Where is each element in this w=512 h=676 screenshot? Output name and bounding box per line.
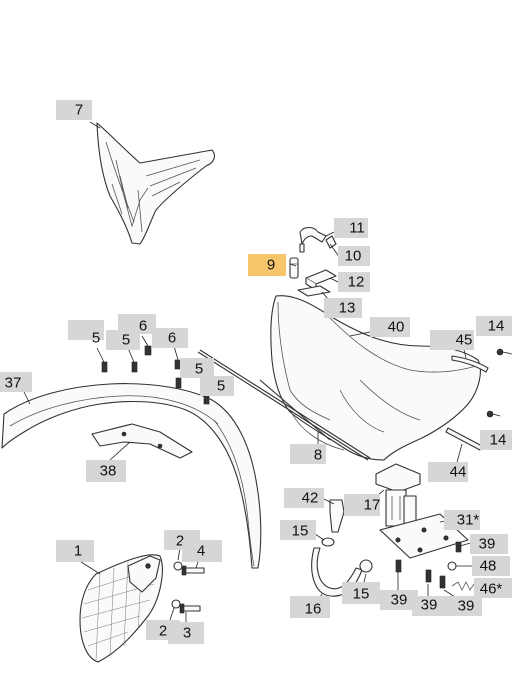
svg-text:42: 42 [302, 490, 319, 507]
part-45-seal-strip [451, 355, 489, 373]
callout-8: 8 [290, 444, 326, 464]
part-2-bolt-upper [173, 561, 183, 571]
part-7-headlight-fairing [96, 122, 215, 245]
svg-text:37: 37 [5, 375, 22, 392]
callout-42: 42 [284, 488, 324, 508]
callout-10: 10 [338, 246, 370, 266]
svg-text:5: 5 [195, 361, 203, 378]
svg-text:5: 5 [217, 378, 225, 395]
callout-45: 45 [430, 330, 474, 350]
svg-text:4: 4 [197, 543, 205, 560]
callout-5-a: 5 [68, 320, 104, 347]
svg-text:6: 6 [139, 318, 147, 335]
callout-17: 17 [344, 494, 380, 516]
part-38-fender-bracket [91, 423, 193, 459]
part-14-screw-lower [486, 410, 501, 418]
svg-text:2: 2 [159, 623, 167, 640]
svg-text:14: 14 [488, 318, 505, 335]
svg-text:38: 38 [100, 463, 117, 480]
svg-text:15: 15 [353, 586, 370, 603]
callout-15-upper: 15 [280, 520, 316, 540]
callout-11: 11 [334, 218, 368, 238]
callout-39-b: 39 [380, 590, 418, 610]
svg-text:39: 39 [479, 536, 496, 553]
part-44-pin [445, 427, 483, 451]
callout-14-upper: 14 [476, 316, 512, 336]
part-8-rods [197, 349, 371, 461]
callout-5-d: 5 [200, 376, 234, 396]
part-39-screws [395, 541, 462, 589]
callout-1: 1 [56, 540, 94, 562]
svg-text:10: 10 [345, 248, 362, 265]
callout-40: 40 [370, 317, 410, 337]
callout-6-a: 6 [118, 314, 156, 335]
part-42-connector [329, 499, 345, 533]
svg-text:15: 15 [292, 523, 309, 540]
part-17-fuel-pump [375, 463, 421, 527]
part-4-bolt [181, 565, 205, 576]
part-6-nuts [144, 345, 182, 370]
callout-4: 4 [182, 540, 222, 562]
callout-48: 48 [472, 556, 510, 576]
callout-5-c: 5 [180, 358, 214, 378]
part-3-bolt [179, 603, 201, 614]
part-14-screw-upper [496, 348, 512, 356]
callout-14-lower: 14 [480, 430, 512, 450]
svg-text:13: 13 [339, 300, 356, 317]
svg-text:8: 8 [314, 447, 322, 464]
callout-6-b: 6 [152, 328, 188, 348]
part-37-front-fender [1, 383, 262, 569]
part-48-washer [447, 561, 457, 571]
part-46-spring [451, 581, 475, 591]
part-10-clamp [325, 235, 337, 249]
svg-text:48: 48 [480, 558, 497, 575]
callout-31: 31* [444, 510, 480, 530]
svg-text:2: 2 [176, 533, 184, 550]
callout-12: 12 [338, 272, 370, 292]
svg-text:39: 39 [421, 597, 438, 614]
svg-text:39: 39 [458, 598, 475, 615]
svg-text:39: 39 [391, 592, 408, 609]
svg-text:46*: 46* [480, 581, 503, 598]
svg-text:9: 9 [267, 257, 275, 274]
svg-text:1: 1 [74, 543, 82, 560]
part-15-clamp-upper [321, 537, 335, 547]
callout-44: 44 [428, 462, 468, 482]
callout-15-lower: 15 [342, 582, 380, 604]
callout-46: 46* [474, 578, 512, 598]
svg-text:7: 7 [75, 102, 83, 119]
svg-text:5: 5 [122, 332, 130, 349]
part-11-breather-hose [299, 226, 327, 253]
svg-text:3: 3 [183, 625, 191, 642]
part-40-fuel-tank [270, 295, 481, 461]
svg-text:16: 16 [305, 601, 322, 618]
callout-3: 3 [168, 622, 204, 644]
callout-16: 16 [290, 596, 330, 618]
callout-39-d: 39 [446, 596, 482, 616]
callout-38: 38 [86, 460, 126, 482]
callout-39-c: 39 [412, 596, 448, 616]
part-2-bolt-lower [171, 599, 181, 609]
svg-text:12: 12 [348, 274, 365, 291]
svg-text:44: 44 [450, 464, 467, 481]
svg-text:11: 11 [349, 220, 365, 237]
callout-9: 9 [248, 254, 286, 276]
part-13-plate [297, 285, 331, 297]
part-15-clamp-lower [359, 559, 373, 573]
callout-39-a: 39 [470, 534, 508, 554]
part-1-disc-guard [79, 554, 163, 663]
svg-text:45: 45 [456, 332, 473, 349]
svg-text:14: 14 [490, 432, 507, 449]
part-9-hose-fitting [289, 257, 299, 279]
svg-text:5: 5 [92, 330, 100, 347]
callout-7: 7 [56, 100, 92, 120]
callout-5-b: 5 [106, 330, 140, 350]
svg-text:31*: 31* [457, 512, 480, 529]
svg-text:40: 40 [388, 319, 405, 336]
callout-13: 13 [324, 298, 362, 318]
callout-37: 37 [0, 372, 32, 392]
svg-text:17: 17 [364, 497, 381, 514]
svg-text:6: 6 [168, 330, 176, 347]
